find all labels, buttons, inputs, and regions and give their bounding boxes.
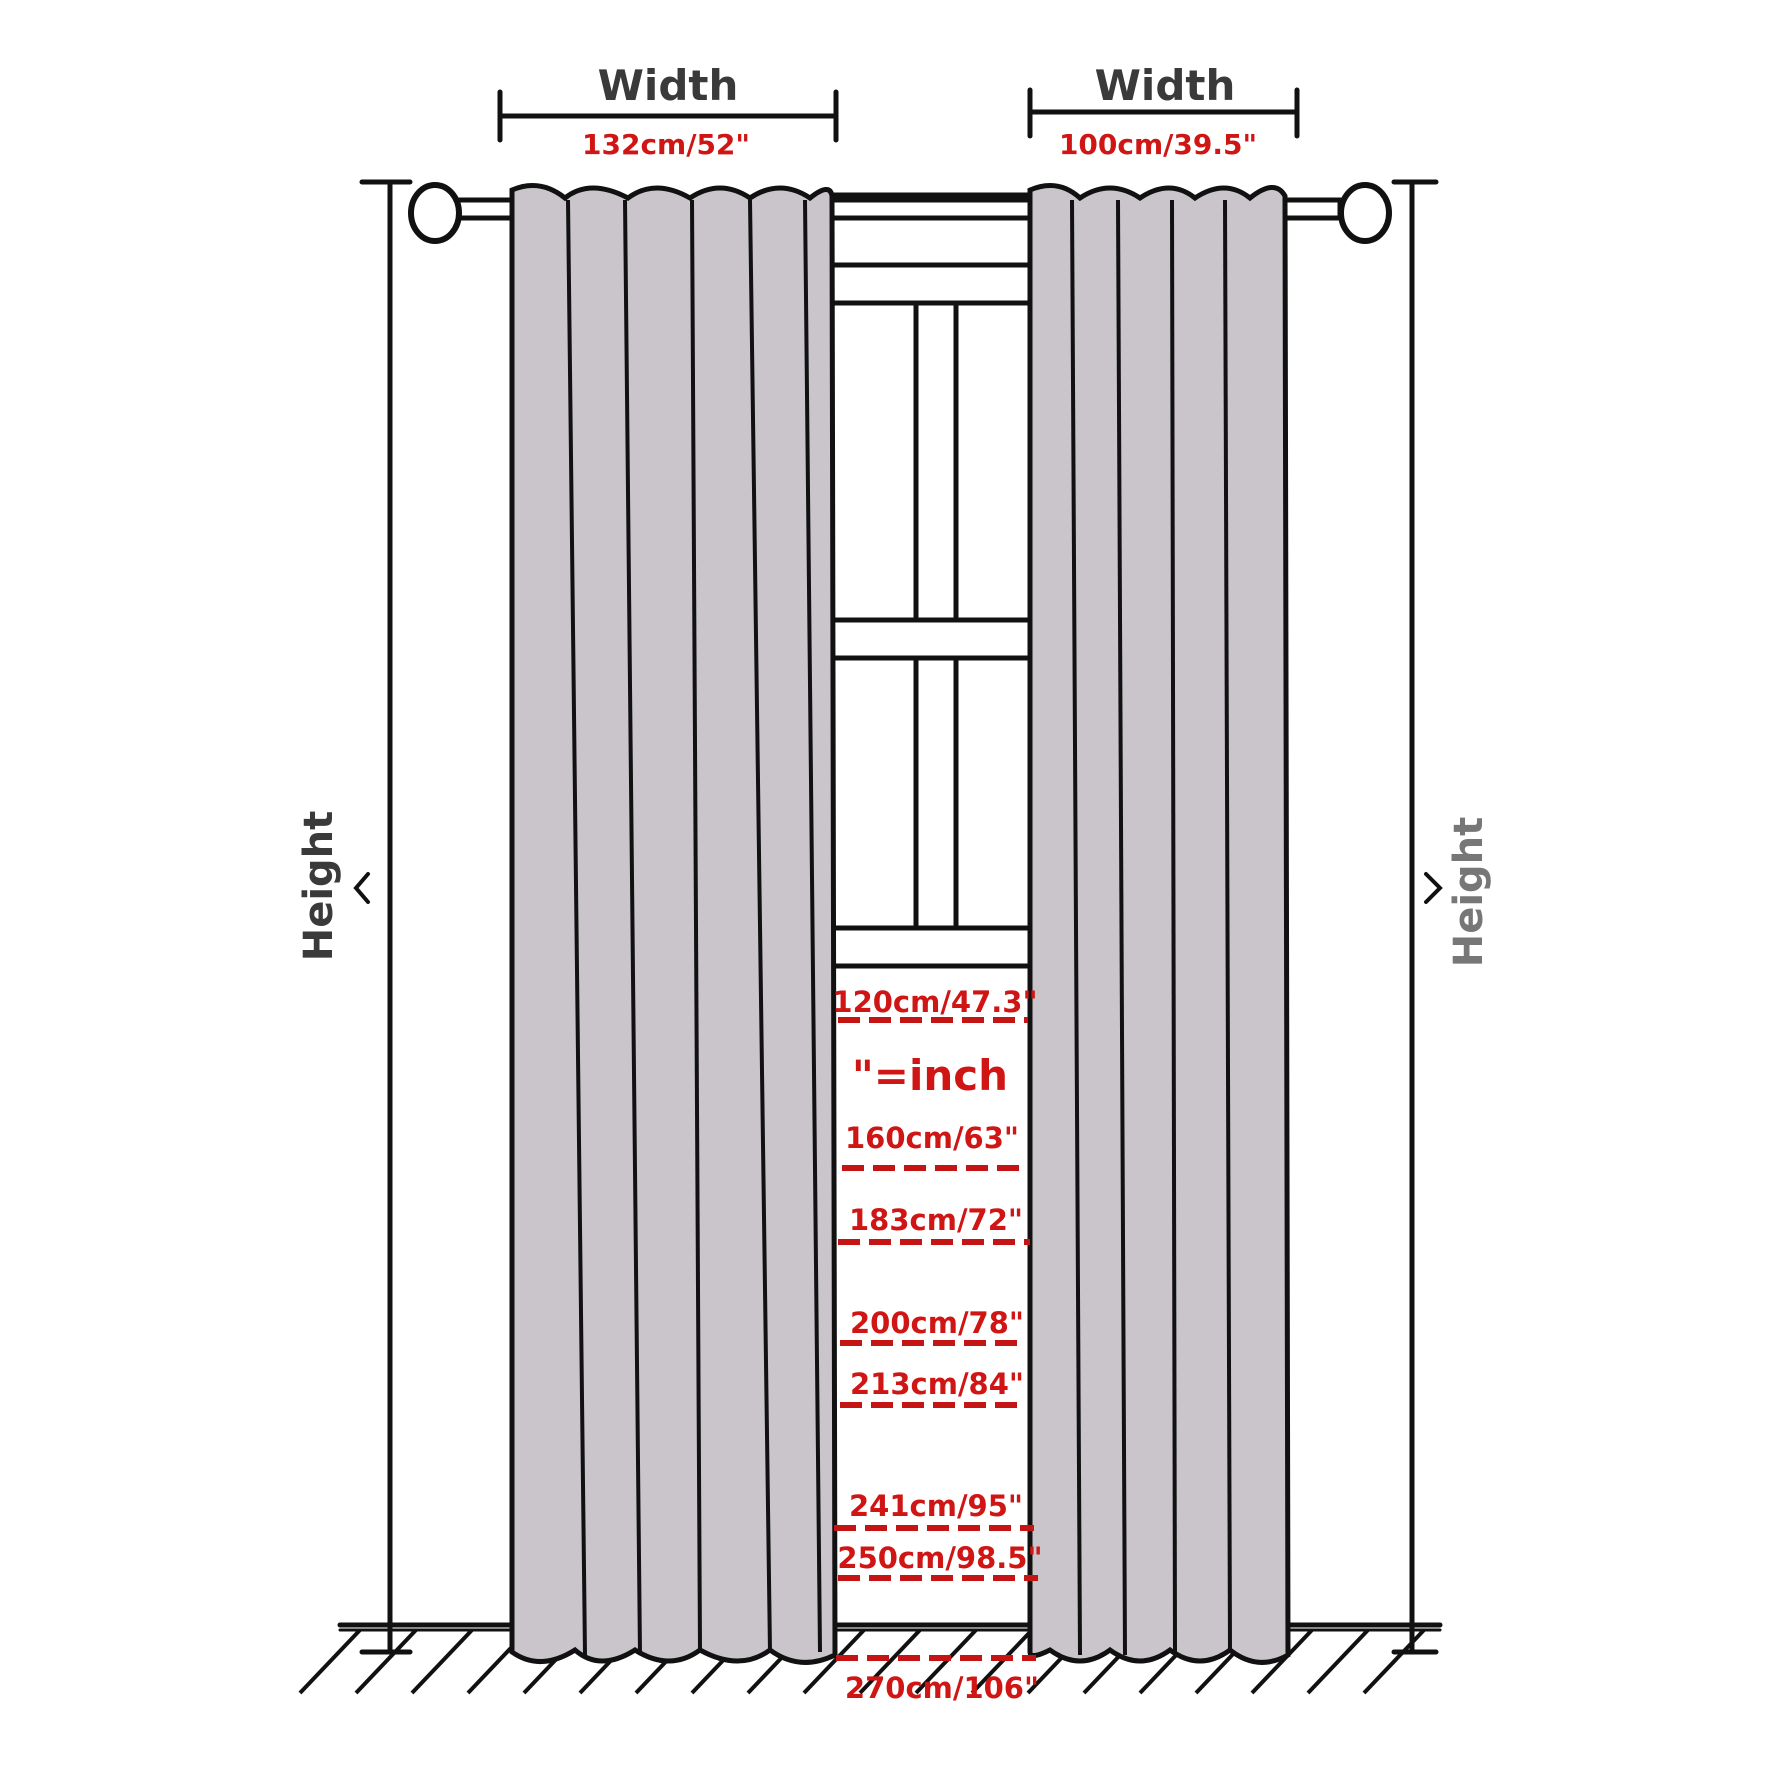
floor-hatch-line bbox=[1306, 1628, 1370, 1695]
floor-hatch-line bbox=[858, 1628, 922, 1695]
length-option-label: 200cm/78" bbox=[850, 1306, 1024, 1340]
left-curtain-panel bbox=[509, 183, 838, 1665]
floor-hatch-line bbox=[970, 1628, 1034, 1695]
unit-note: "=inch bbox=[852, 1051, 1008, 1100]
right-height-dimension: Height bbox=[1391, 179, 1492, 1655]
chevron-right-icon bbox=[1424, 872, 1443, 904]
ring-finial-icon bbox=[408, 182, 462, 244]
right-width-title: Width bbox=[1095, 61, 1236, 110]
floor-hatch-line bbox=[1250, 1628, 1314, 1695]
floor-hatch-line bbox=[410, 1628, 474, 1695]
floor-hatch-line bbox=[802, 1628, 866, 1695]
length-option-label: 241cm/95" bbox=[849, 1489, 1023, 1523]
left-height-dimension: Height bbox=[296, 179, 413, 1655]
left-height-label: Height bbox=[296, 811, 342, 962]
right-width-dimension: Width 100cm/39.5" bbox=[1027, 61, 1300, 161]
floor-hatch-line bbox=[914, 1628, 978, 1695]
left-width-value: 132cm/52" bbox=[582, 128, 750, 161]
floor-hatch-line bbox=[354, 1628, 418, 1695]
left-width-dimension: Width 132cm/52" bbox=[497, 61, 839, 161]
floor-hatch-line bbox=[1362, 1628, 1426, 1695]
right-width-value: 100cm/39.5" bbox=[1059, 128, 1257, 161]
ring-finial-icon bbox=[1338, 182, 1392, 244]
length-option-label: 270cm/106" bbox=[845, 1671, 1039, 1705]
length-option-label: 120cm/47.3" bbox=[832, 985, 1037, 1019]
length-option-label: 250cm/98.5" bbox=[837, 1541, 1042, 1575]
right-curtain-panel bbox=[1027, 183, 1291, 1665]
length-option-label: 160cm/63" bbox=[845, 1121, 1019, 1155]
window-frame bbox=[827, 192, 1033, 969]
chevron-left-icon bbox=[353, 872, 370, 904]
length-options: 120cm/47.3" "=inch 160cm/63" 183cm/72" 2… bbox=[832, 985, 1042, 1705]
right-height-label: Height bbox=[1446, 817, 1492, 968]
length-option-label: 183cm/72" bbox=[849, 1203, 1023, 1237]
length-option-label: 213cm/84" bbox=[850, 1367, 1024, 1401]
floor-hatch-line bbox=[298, 1628, 362, 1695]
left-width-title: Width bbox=[598, 61, 739, 110]
